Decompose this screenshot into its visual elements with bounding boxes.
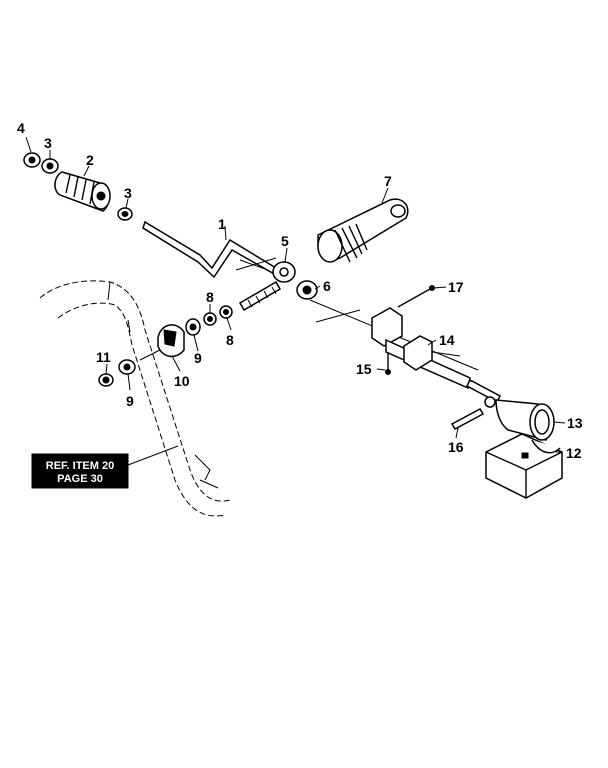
reference-line-1: REF. ITEM 20: [46, 460, 114, 472]
part-4-nut: [23, 152, 41, 168]
part-10-cam: [139, 324, 185, 361]
callout-8-top: 8: [206, 289, 214, 305]
callout-5: 5: [281, 233, 289, 249]
callout-6: 6: [323, 278, 331, 294]
part-12-mount-block: [485, 433, 563, 499]
callout-2: 2: [86, 152, 94, 168]
callout-13: 13: [567, 415, 583, 431]
part-3-washer-b: [117, 207, 133, 221]
handle-frame: [39, 280, 231, 517]
callout-11: 11: [96, 349, 111, 365]
part-16-pin: [450, 408, 485, 430]
part-8-washers: [203, 305, 233, 326]
part-5-pivot: [272, 261, 296, 283]
part-7-lever: [317, 198, 409, 263]
callout-12: 12: [566, 445, 582, 461]
callout-14: 14: [439, 332, 455, 348]
part-9-washers: [118, 318, 201, 375]
bracket-assembly: [371, 307, 471, 390]
part-11-nut: [98, 373, 114, 387]
callout-16: 16: [448, 439, 464, 455]
reference-line-2: PAGE 30: [57, 473, 103, 485]
callout-labels: 4 3 2 3 1 5 7 6 8 8 9 10 11 9 17 14 15 1…: [17, 120, 583, 461]
leader-lines: [25, 136, 566, 466]
part-13-cylinder: [484, 396, 555, 441]
callout-7: 7: [384, 173, 392, 189]
callout-3-lower: 3: [124, 185, 132, 201]
reference-box: REF. ITEM 20 PAGE 30: [31, 453, 129, 489]
part-3-washer-a: [41, 158, 59, 174]
part-17-screw: [397, 285, 435, 308]
threaded-stud: [238, 280, 282, 312]
callout-8-lower: 8: [226, 332, 234, 348]
part-6-washer: [296, 280, 318, 300]
callout-10: 10: [174, 373, 190, 389]
callout-15: 15: [356, 361, 372, 377]
callout-3-top: 3: [44, 135, 52, 151]
callout-4: 4: [17, 120, 25, 136]
part-1-shift-rod: [142, 220, 277, 279]
part-15-screw: [385, 352, 391, 375]
callout-9-lower: 9: [126, 393, 134, 409]
callout-1: 1: [218, 216, 226, 232]
callout-9-upper: 9: [194, 350, 202, 366]
rod-to-lamp: [466, 378, 501, 404]
part-2-grip: [54, 171, 111, 212]
callout-17: 17: [448, 279, 464, 295]
